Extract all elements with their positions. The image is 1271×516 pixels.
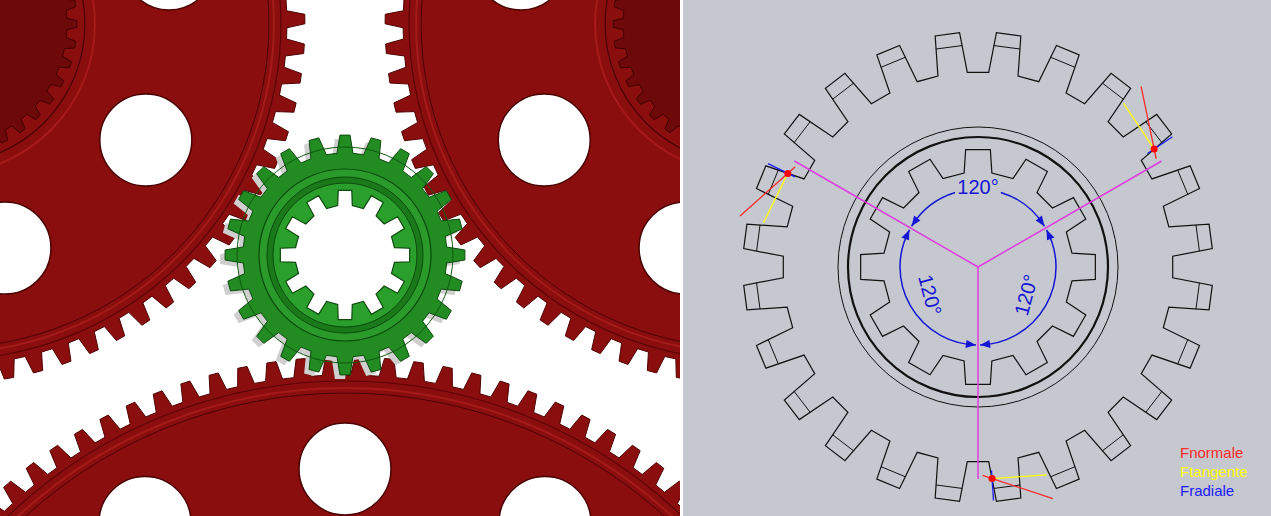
tooth-tip-line [757,225,760,251]
lightening-hole [639,202,680,294]
radial-force [1148,137,1173,154]
hub-ring [605,0,680,164]
lightening-hole [0,202,51,294]
lightening-hole [498,94,590,186]
hub-ring [0,0,85,164]
tooth-tip-line [1102,435,1123,451]
legend-item: Fradiale [1180,483,1234,498]
dimension-arrowhead [980,340,991,348]
tooth-tip-line [1178,340,1188,365]
contact-point [989,475,996,482]
dimension-arrowhead [965,340,976,348]
lightening-hole [123,0,215,10]
gear-rim-line [0,0,274,353]
tooth-tip-line [1051,57,1076,67]
legend-item: Ftangente [1180,464,1248,479]
gear-rim-line [0,0,281,360]
legend-label: Fnormale [1180,444,1243,461]
tooth-tip-line [881,467,906,477]
gear-outline [744,33,1213,502]
tooth-tip-line [1196,283,1199,309]
gear-rim-line [0,393,680,516]
contact-point [784,170,791,177]
gear-rim-line [0,388,680,516]
dimension-arc [900,230,976,345]
angle-label: 120° [914,270,947,320]
dimension-arrowhead [902,230,910,241]
dimension-arc [911,192,955,226]
gear-rim-line [421,0,680,348]
tooth-tip-line [794,122,810,143]
gear-rim-line [0,0,269,348]
drawing-background [683,0,1271,516]
tooth-tip-line [1178,170,1188,195]
dimension-arrowhead [1036,216,1045,227]
contact-point [1151,146,1158,153]
spline-bore [280,190,409,319]
normal-force [740,167,795,216]
dimension-arc [980,230,1056,345]
tooth-tip-line [768,340,778,365]
lightening-hole [299,423,391,515]
tooth-tip-line [1102,83,1123,99]
lightening-hole [100,94,192,186]
radial-line [977,267,979,479]
tooth-tip-line [936,46,962,49]
normal-force [983,475,1053,498]
dimension-arrowhead [911,216,920,227]
tooth-tip-line [833,83,854,99]
angle-label: 120° [1009,270,1042,320]
pinion-root-line [237,147,453,363]
spur-gear [0,0,305,384]
tooth-tip-line [833,435,854,451]
radial-line [794,161,978,267]
legend-label: Ftangente [1180,463,1248,480]
legend-item: Fnormale [1180,445,1243,460]
gear-rim-line [0,381,680,516]
gear-render [0,0,680,516]
tooth-tip-line [794,391,810,412]
legend-color: Fnormale [1180,444,1243,461]
radial-line [978,161,1162,267]
pinion-hub [259,169,431,341]
lightening-hole [499,477,591,516]
legend-color: Fradiale [1180,482,1234,499]
legend-color: Ftangente [1180,463,1248,480]
legend-label: Fradiale [1180,482,1234,499]
tooth-tip-line [1051,467,1076,477]
tooth-tip-line [757,283,760,309]
pinion-hub [267,177,423,333]
tangential-force [763,173,787,222]
lightening-hole [475,0,567,10]
gear-drawing [740,33,1212,502]
pinion-gear [225,135,465,375]
tooth-tip-line [1196,225,1199,251]
tangential-force [992,475,1047,479]
tooth-tip-line [881,57,906,67]
hub-ring [0,0,95,174]
internal-teeth-ring [0,0,77,156]
dimension-arc [1001,192,1045,226]
lightening-hole [99,477,191,516]
pinion-hub [273,183,417,327]
hub-ring [595,0,680,174]
spur-gear [385,0,680,384]
internal-teeth-ring [613,0,680,156]
tooth-tip-line [1146,391,1162,412]
gear-rim-line [409,0,680,360]
radial-force [992,471,994,501]
spur-gear [0,357,680,516]
angle-label: 120° [955,176,1000,198]
tooth-tip-line [994,46,1020,49]
dimension-arrowhead [1047,230,1055,241]
tooth-tip-line [768,170,778,195]
tooth-tip-line [936,485,962,488]
gear-rim-line [416,0,680,353]
